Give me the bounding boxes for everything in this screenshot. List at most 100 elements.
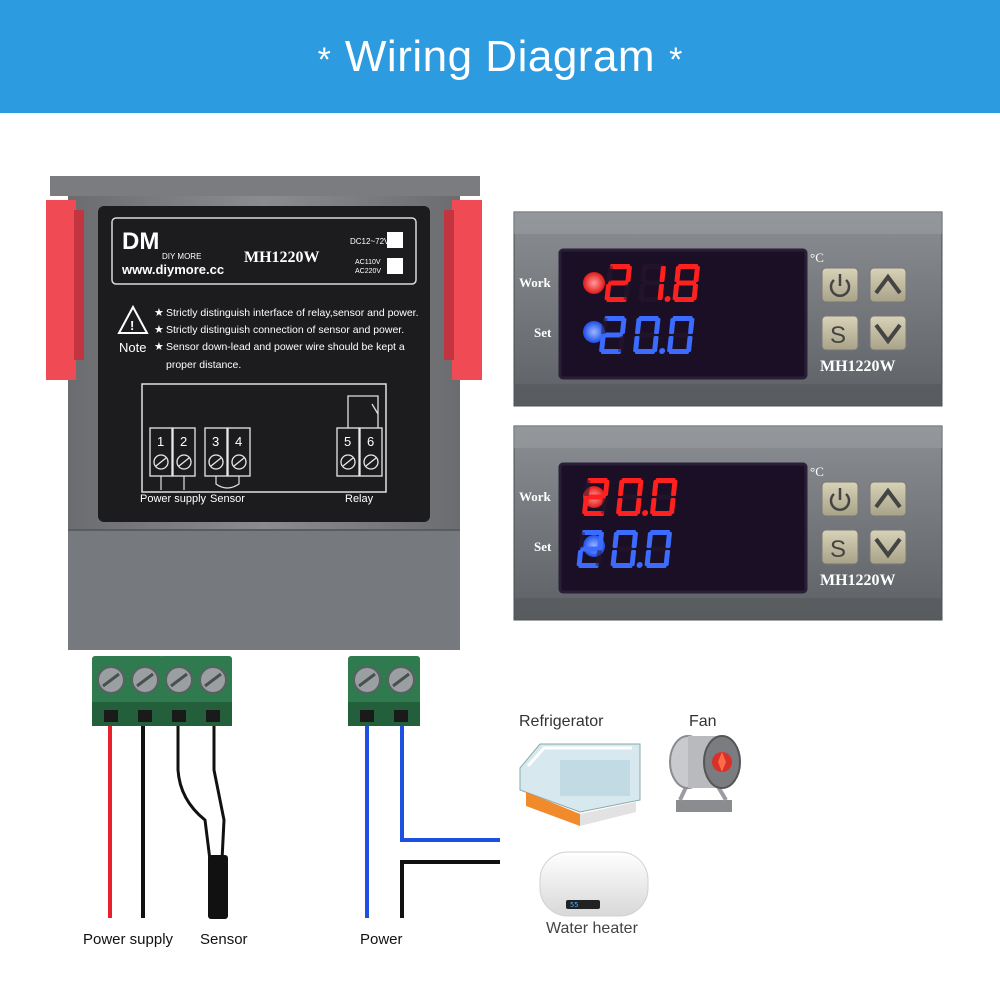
- seven-segment-digit: [633, 316, 666, 354]
- seven-segment-digit: [576, 530, 604, 568]
- down-button[interactable]: [869, 529, 907, 565]
- wiring-label-power-supply: Power supply: [83, 931, 174, 948]
- svg-text:★: ★: [154, 324, 164, 336]
- terminal-diagram: 1 2 3 4 5 6: [149, 427, 383, 490]
- seven-segment-digit: [644, 530, 672, 568]
- set-value: [576, 530, 672, 568]
- up-button[interactable]: [869, 267, 907, 303]
- power-button[interactable]: [821, 481, 859, 517]
- screw-terminal-block: [160, 656, 232, 726]
- seven-segment-digit: [672, 264, 700, 302]
- work-label: Work: [519, 489, 552, 504]
- seven-segment-digit: [616, 478, 649, 516]
- chevron-down-icon: [874, 537, 902, 559]
- up-button[interactable]: [869, 481, 907, 517]
- note-3: Sensor down-lead and power wire should b…: [166, 341, 405, 353]
- note-3-continued: proper distance.: [166, 359, 241, 371]
- power-icon: [829, 279, 851, 297]
- set-value: [599, 316, 695, 354]
- lcd-screen: [558, 462, 808, 594]
- voltage-ac1: AC110V: [355, 259, 381, 266]
- terminal-4: 4: [227, 427, 251, 477]
- sensor-wire-1: [176, 726, 212, 861]
- module-top-lip: [50, 176, 480, 196]
- voltage-ac2: AC220V: [355, 268, 381, 275]
- module-bottom: [68, 530, 460, 650]
- terminal-number: 5: [344, 434, 351, 449]
- terminal-3: 3: [204, 427, 228, 477]
- seven-segment-digit: [638, 264, 671, 302]
- terminal-number: 2: [180, 434, 187, 449]
- left-clip: [46, 200, 76, 380]
- appliance-label-water-heater: Water heater: [546, 920, 638, 937]
- svg-text:★: ★: [154, 341, 164, 353]
- set-label: Set: [534, 539, 552, 554]
- brand-sub: DIY MORE: [162, 252, 201, 261]
- seven-segment-digit: [667, 316, 695, 354]
- terminal-number: 3: [212, 434, 219, 449]
- star-icon: *: [317, 41, 331, 79]
- svg-text:55: 55: [570, 901, 578, 909]
- controller-module: DM DIY MORE www.diymore.cc MH1220W DC12~…: [46, 176, 482, 650]
- terminal-number: 6: [367, 434, 374, 449]
- wiring-label-sensor: Sensor: [200, 931, 248, 948]
- wire-blue-2: [400, 726, 500, 842]
- unit-label: °C: [810, 250, 824, 265]
- star-icon: *: [669, 41, 683, 79]
- refrigerator-image: [519, 743, 641, 826]
- terminal-number: 4: [235, 434, 242, 449]
- wires: [108, 726, 500, 919]
- svg-text:★: ★: [154, 307, 164, 319]
- set-button-label: S: [830, 322, 846, 349]
- chevron-down-icon: [874, 323, 902, 345]
- brand-logo: DM: [122, 228, 159, 255]
- set-button[interactable]: S: [821, 529, 859, 565]
- down-button[interactable]: [869, 315, 907, 351]
- sensor-probe: [208, 855, 228, 919]
- warning-icon: [117, 304, 149, 334]
- work-led-icon: [583, 272, 605, 294]
- chevron-up-icon: [874, 487, 902, 509]
- voltage-dc: DC12~72V: [350, 237, 390, 246]
- sensor-wire-2: [212, 726, 226, 861]
- group-relay-label: Relay: [345, 493, 374, 505]
- seven-segment-digit: [604, 264, 632, 302]
- seven-segment-digit: [650, 478, 678, 516]
- panel-model: MH1220W: [820, 358, 896, 375]
- unit-label: °C: [810, 464, 824, 479]
- set-button-label: S: [830, 536, 846, 563]
- appliance-label-refrigerator: Refrigerator: [519, 713, 604, 730]
- seven-segment-digit: [610, 530, 643, 568]
- note-2: Strictly distinguish connection of senso…: [166, 324, 404, 336]
- work-value: [582, 478, 678, 516]
- seven-segment-digit: [599, 316, 627, 354]
- power-button[interactable]: [821, 267, 859, 303]
- brand-url: www.diymore.cc: [121, 262, 224, 277]
- terminal-6: 6: [359, 427, 383, 477]
- work-value: [604, 264, 700, 302]
- right-clip: [452, 200, 482, 380]
- appliance-label-fan: Fan: [689, 713, 717, 730]
- power-icon: [829, 493, 851, 511]
- fan-image: [669, 735, 741, 812]
- chevron-up-icon: [874, 273, 902, 295]
- module-model: MH1220W: [244, 249, 320, 266]
- wiring-label-power: Power: [360, 931, 403, 948]
- group-sensor-label: Sensor: [210, 493, 245, 505]
- group-power-label: Power supply: [140, 493, 207, 505]
- header-banner: * Wiring Diagram *: [0, 0, 1000, 113]
- screw-terminal-block: [92, 656, 164, 726]
- seven-segment-digit: [582, 478, 610, 516]
- terminal-number: 1: [157, 434, 164, 449]
- lcd-screen: [558, 248, 808, 380]
- note-1: Strictly distinguish interface of relay,…: [166, 307, 419, 319]
- water-heater-image: 55: [539, 851, 649, 917]
- note-label: Note: [119, 340, 146, 355]
- set-button[interactable]: S: [821, 315, 859, 351]
- work-label: Work: [519, 275, 552, 290]
